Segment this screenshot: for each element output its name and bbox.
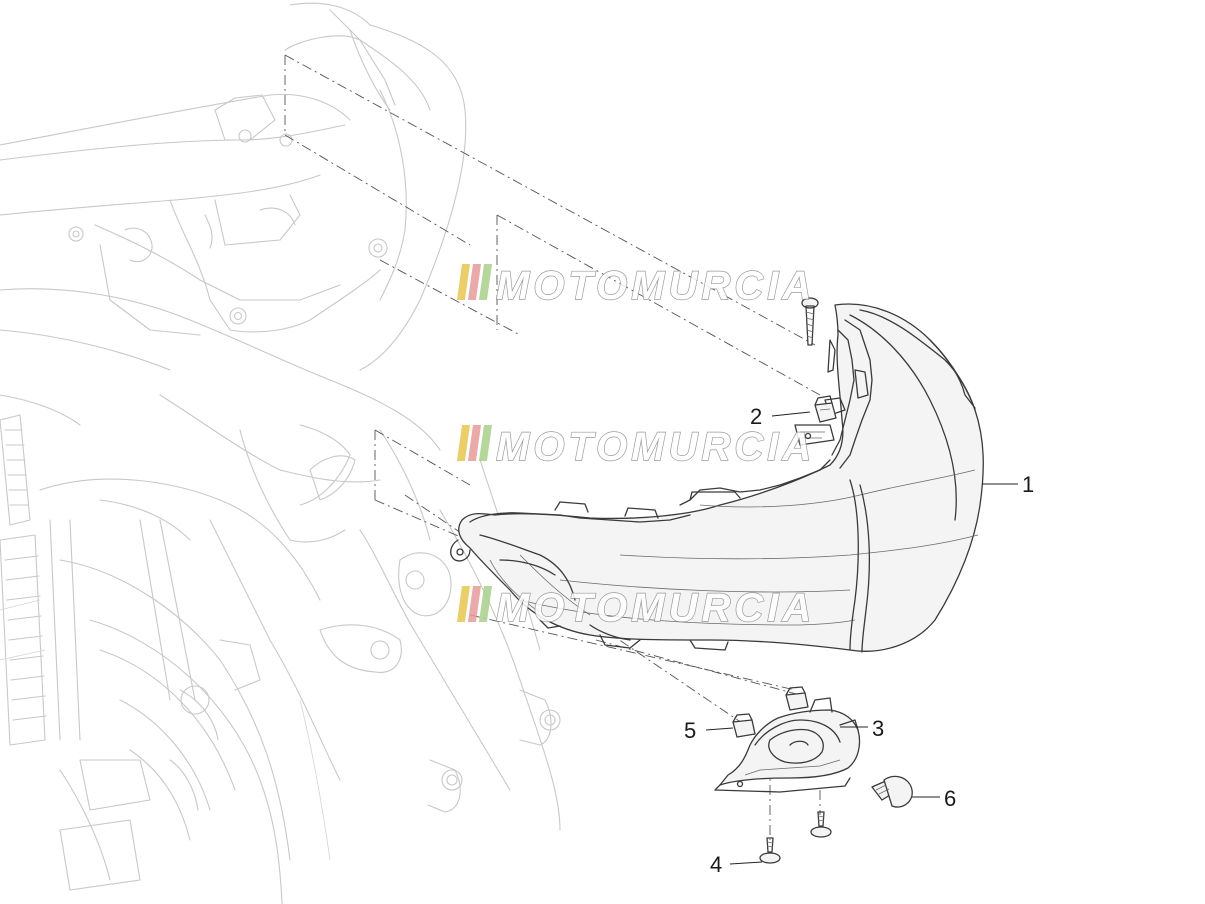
bulb-holder-bracket [714,697,861,793]
watermark-text: MOTOMURCIA [496,586,815,630]
self-tapping-screw-right [810,811,832,838]
callout-1: 1 [1022,472,1034,497]
scooter-body-outline [0,2,561,904]
watermark-top: MOTOMURCIA [456,263,815,309]
self-tapping-screw-left [759,837,781,864]
callout-3: 3 [872,716,884,741]
watermark-middle: MOTOMURCIA [456,424,815,470]
bulb [871,775,913,808]
speed-nut-upper [814,395,837,423]
speed-nut-left [732,713,756,738]
watermark-text: MOTOMURCIA [496,425,815,469]
callout-2: 2 [750,404,762,429]
callout-4: 4 [710,852,722,877]
headlamp-assembly [450,303,984,653]
callout-leaders [705,411,1018,865]
callout-labels: 1 2 3 4 5 6 [684,404,1034,877]
watermark-text: MOTOMURCIA [496,264,815,308]
screw-upper [801,297,819,346]
watermark-bottom: MOTOMURCIA [456,585,815,631]
callout-6: 6 [944,786,956,811]
callout-5: 5 [684,718,696,743]
speed-nut-lower [785,686,809,711]
